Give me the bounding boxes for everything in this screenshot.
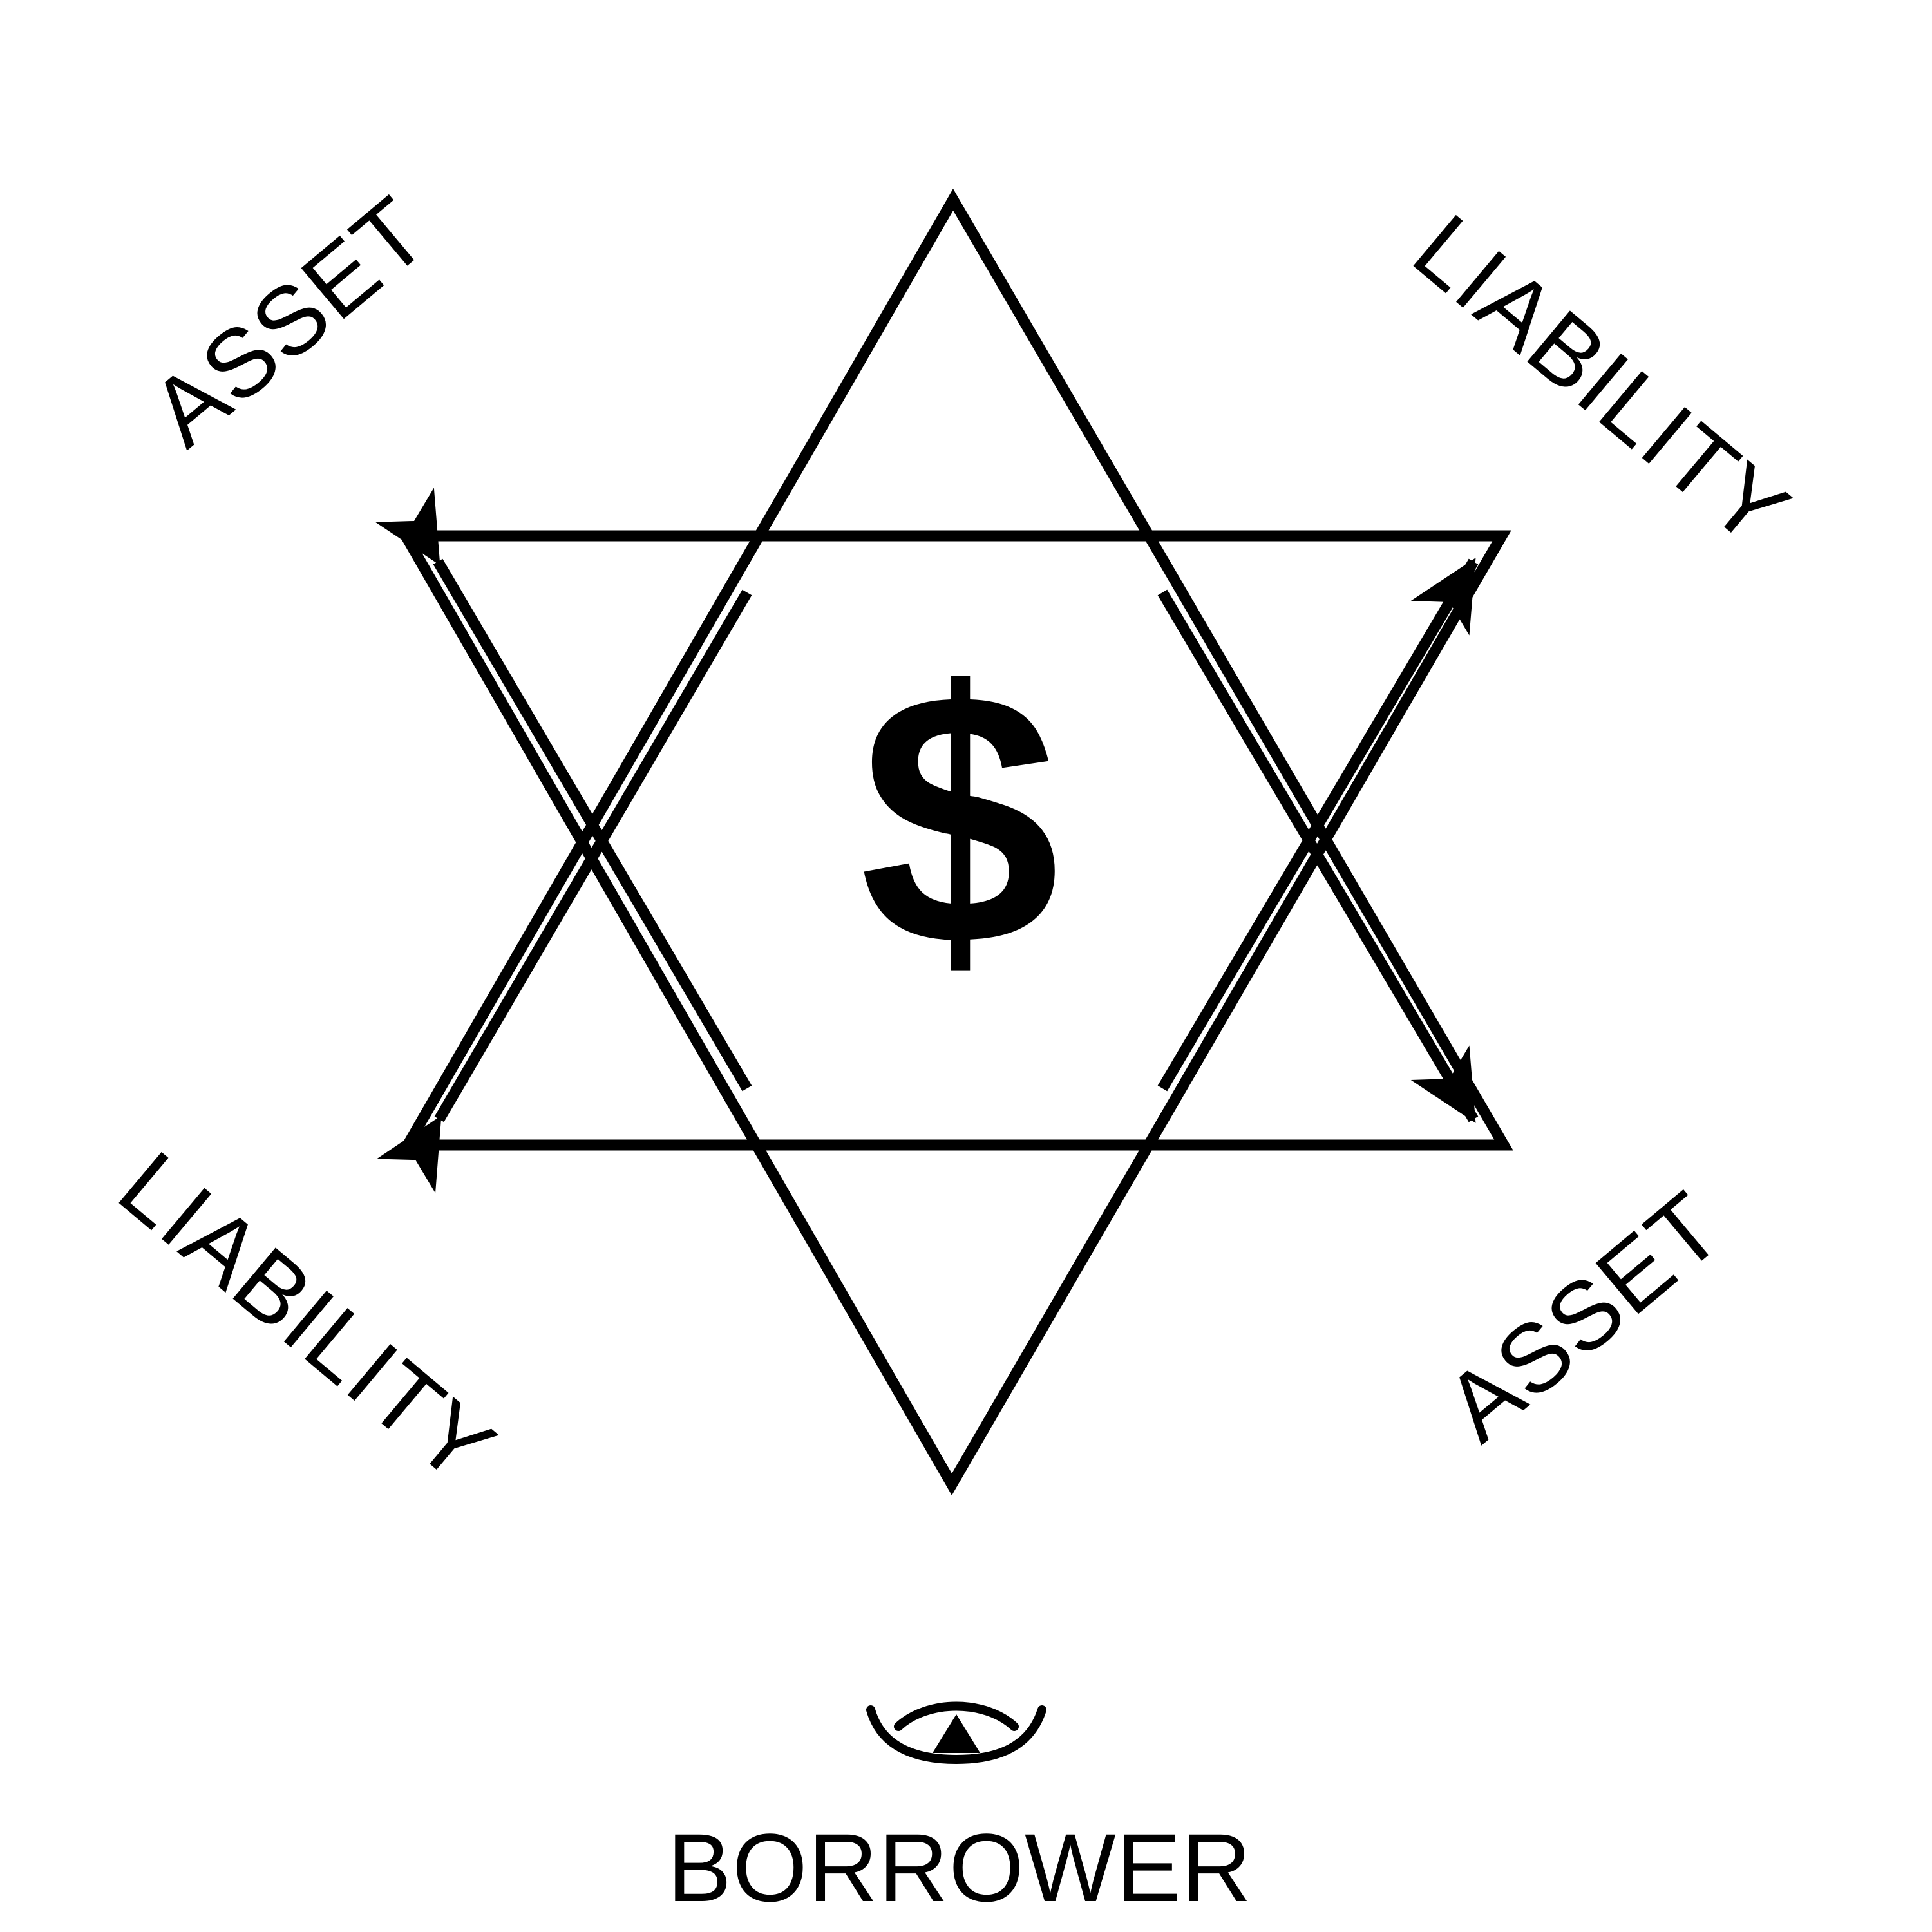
corner-label-bottom-right-text: ASSET (1425, 1171, 1742, 1461)
corner-label-bottom-left: LIABILITY (99, 1131, 515, 1504)
arrow-right-lower (1157, 589, 1479, 1123)
upward-triangle (398, 189, 1513, 1151)
corner-label-bottom-left-text: LIABILITY (99, 1131, 515, 1504)
corner-label-top-left-text: ASSET (131, 176, 448, 466)
dollar-sign-icon: $ (859, 617, 1059, 1020)
corner-label-top-left: ASSET (131, 176, 448, 466)
eye-icon (866, 1701, 1046, 1765)
corner-label-bottom-right: ASSET (1425, 1171, 1742, 1461)
corner-label-top-right-text: LIABILITY (1394, 194, 1809, 567)
arrow-right-upper (1157, 558, 1479, 1092)
downward-triangle (396, 530, 1511, 1495)
arrow-left-lower (377, 589, 752, 1193)
arrow-left-upper (375, 488, 752, 1092)
corner-label-top-right: LIABILITY (1394, 194, 1809, 567)
borrower-label: BORROWER (667, 1814, 1252, 1922)
